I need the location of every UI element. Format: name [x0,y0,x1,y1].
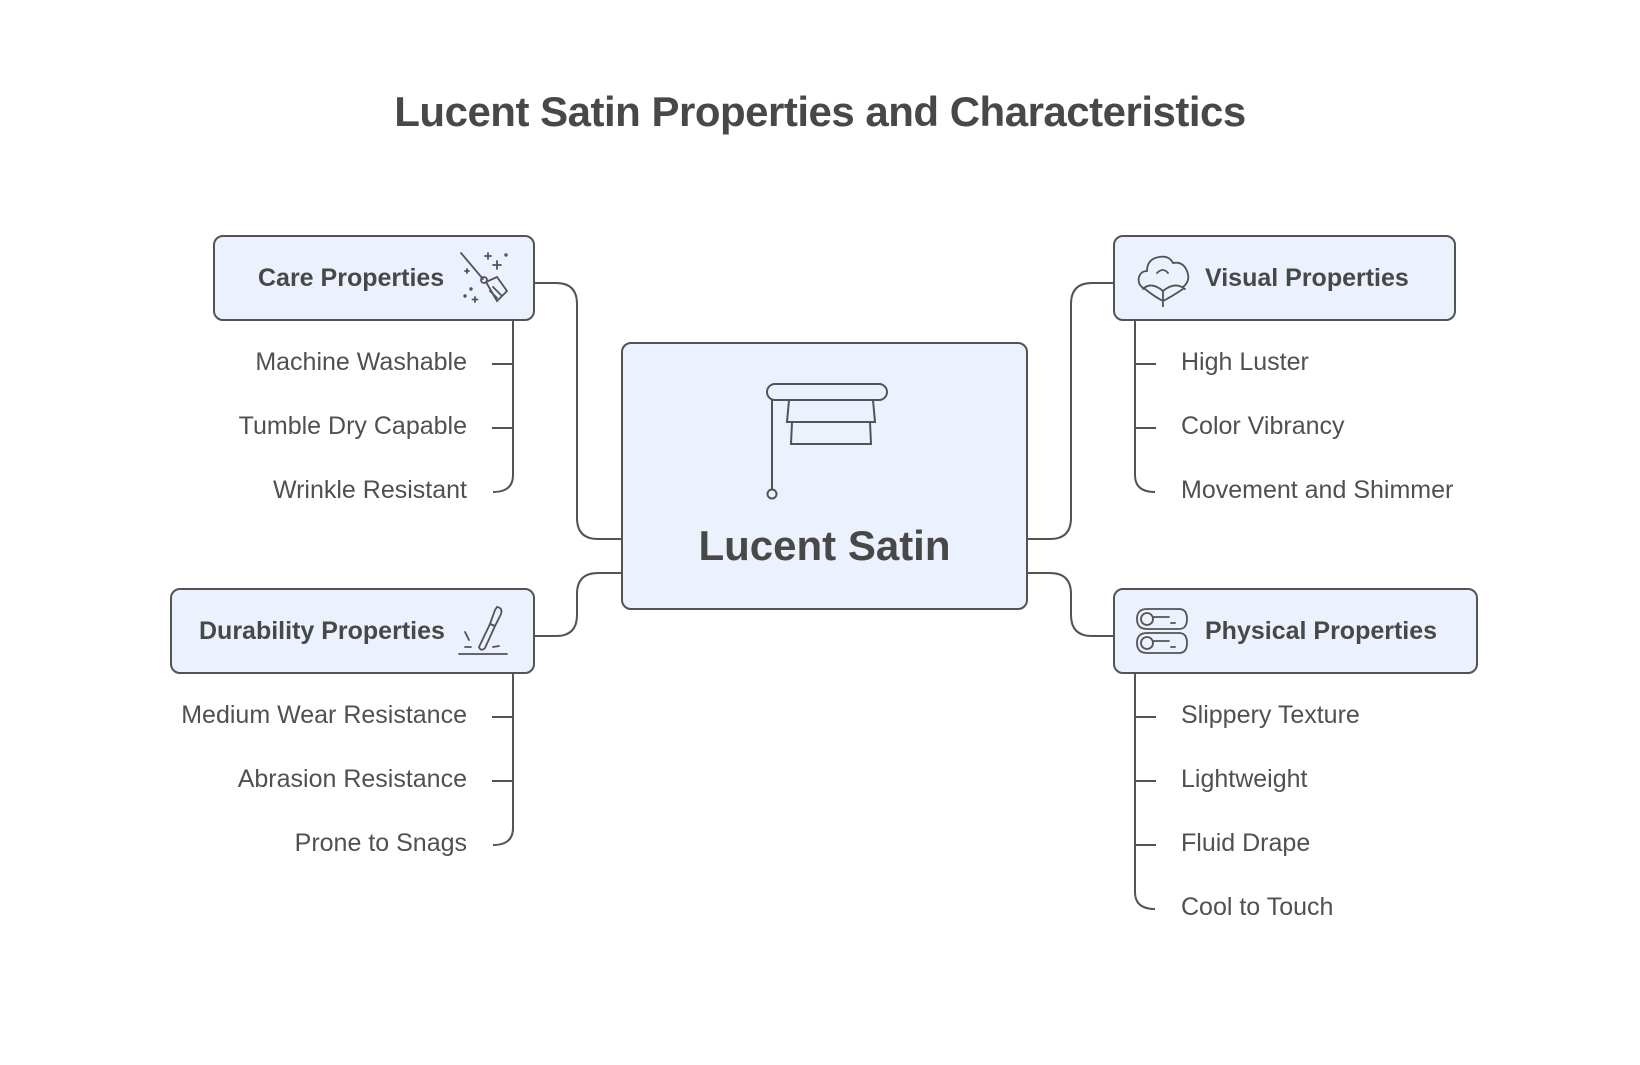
physical-item: Fluid Drape [1181,829,1311,857]
center-label: Lucent Satin [698,522,951,569]
broom-sparkle-icon [460,252,509,303]
fabric-rolls-icon [1136,608,1188,654]
branch-physical-label: Physical Properties [1205,616,1438,645]
durability-item: Medium Wear Resistance [181,701,467,729]
branch-durability[interactable]: Durability Properties [170,588,535,674]
center-node[interactable]: Lucent Satin [621,342,1028,610]
diagram-title: Lucent Satin Properties and Characterist… [394,88,1246,135]
durability-item: Abrasion Resistance [237,765,467,793]
branch-visual[interactable]: Visual Properties [1113,235,1456,321]
care-item: Machine Washable [255,348,467,376]
physical-item: Slippery Texture [1181,701,1360,729]
visual-item: High Luster [1181,348,1309,376]
branch-care-label: Care Properties [258,263,445,292]
durability-item: Prone to Snags [294,829,467,857]
cotton-flower-icon [1137,255,1190,307]
knife-cut-icon [458,606,508,655]
care-item: Wrinkle Resistant [272,476,467,504]
physical-item: Lightweight [1181,765,1308,793]
window-blind-icon [765,383,888,500]
branch-visual-label: Visual Properties [1205,263,1409,292]
visual-item: Color Vibrancy [1181,412,1345,440]
care-item: Tumble Dry Capable [238,412,467,440]
physical-item: Cool to Touch [1181,893,1334,921]
branch-care[interactable]: Care Properties [213,235,535,321]
branch-durability-label: Durability Properties [199,616,445,645]
visual-item: Movement and Shimmer [1181,476,1454,504]
branch-physical[interactable]: Physical Properties [1113,588,1478,674]
